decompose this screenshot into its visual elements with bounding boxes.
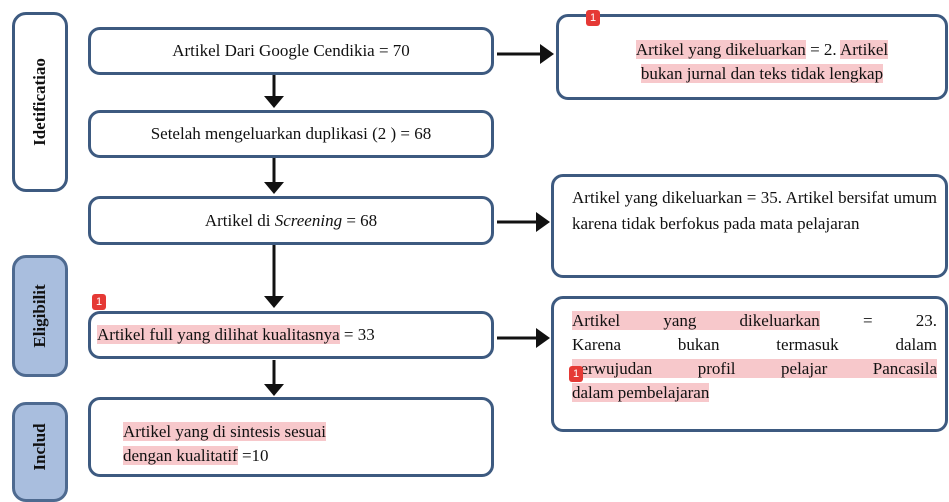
box-records-identified: Artikel Dari Google Cendikia = 70	[88, 27, 494, 75]
arrowhead-down-2	[264, 182, 284, 194]
box-excluded-1: Artikel yang dikeluarkan = 2. Artikel bu…	[556, 14, 948, 100]
box-excluded-3-line1: Artikel yang dikeluarkan = 23.	[572, 311, 937, 330]
box-full-text-text: Artikel full yang dilihat kualitasnya = …	[97, 325, 375, 344]
box-excluded-3-line3: perwujudan profil pelajar Pancasila	[572, 359, 937, 378]
box-full-text: Artikel full yang dilihat kualitasnya = …	[88, 311, 494, 359]
box-after-duplicates: Setelah mengeluarkan duplikasi (2 ) = 68	[88, 110, 494, 158]
box-excluded-1-line2: bukan jurnal dan teks tidak lengkap	[640, 64, 884, 83]
arrowhead-right-3	[536, 328, 550, 348]
arrowhead-down-1	[264, 96, 284, 108]
box-included-line2: dengan kualitatif =10	[123, 446, 269, 465]
comment-badge[interactable]: 1	[92, 294, 106, 310]
box-included-line1: Artikel yang di sintesis sesuai	[123, 422, 327, 441]
box-records-identified-text: Artikel Dari Google Cendikia = 70	[172, 41, 410, 60]
box-included: Artikel yang di sintesis sesuai dengan k…	[88, 397, 494, 477]
box-screening: Artikel di Screening = 68	[88, 196, 494, 245]
box-excluded-3: Artikel yang dikeluarkan = 23. Karena bu…	[551, 296, 948, 432]
phase-identification: Idetificatiao	[12, 12, 68, 192]
box-excluded-3-line2: Karena bukan termasuk dalam	[572, 335, 937, 354]
flow-arrows	[264, 44, 554, 396]
comment-badge[interactable]: 1	[569, 366, 583, 382]
box-excluded-2: Artikel yang dikeluarkan = 35. Artikel b…	[551, 174, 948, 278]
phase-eligibility: Eligibilit	[12, 255, 68, 377]
arrowhead-right-1	[540, 44, 554, 64]
arrowhead-down-3	[264, 296, 284, 308]
arrowhead-right-2	[536, 212, 550, 232]
comment-badge[interactable]: 1	[586, 10, 600, 26]
box-screening-text: Artikel di Screening = 68	[204, 210, 378, 230]
box-excluded-3-line4: dalam pembelajaran	[572, 383, 710, 402]
box-excluded-1-line1: Artikel yang dikeluarkan = 2. Artikel	[635, 40, 889, 59]
box-after-duplicates-text: Setelah mengeluarkan duplikasi (2 ) = 68	[150, 124, 432, 143]
arrowhead-down-4	[264, 384, 284, 396]
box-excluded-2-text: Artikel yang dikeluarkan = 35. Artikel b…	[572, 188, 937, 233]
